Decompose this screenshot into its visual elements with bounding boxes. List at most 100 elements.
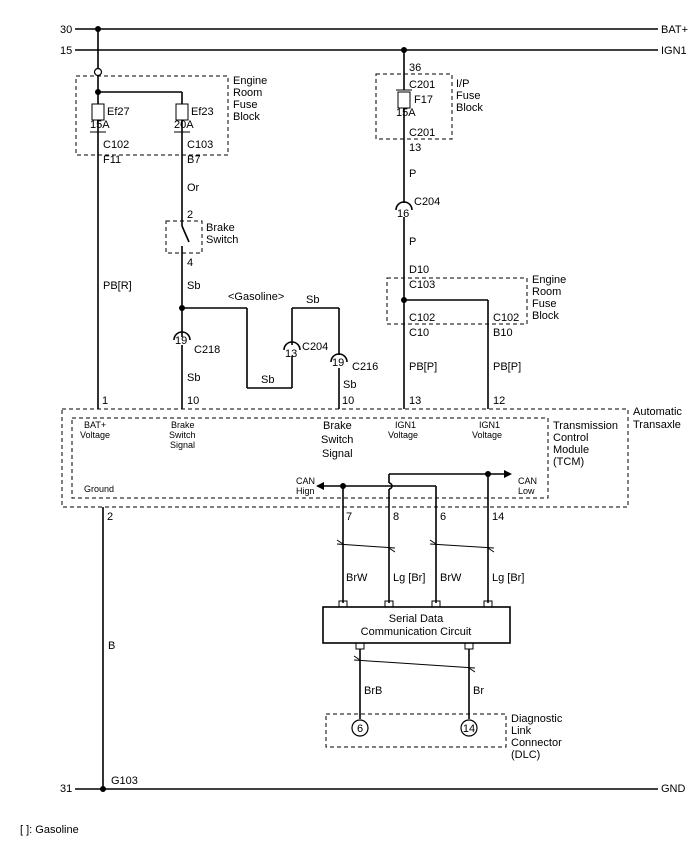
fuse-f17-amp: 15A	[396, 107, 416, 119]
tcm-ign2-label-1: IGN1	[479, 420, 500, 430]
dlc-pin-14-circle	[460, 719, 478, 737]
fuse-mid-b10: B10	[493, 327, 513, 339]
ip-fuse-block	[375, 73, 453, 140]
wire-label-lgbr2: Lg [Br]	[492, 572, 524, 584]
ip-fuse-title-3: Block	[456, 102, 483, 114]
ground-junction-dot	[100, 786, 106, 792]
wire-label-sb4: Sb	[306, 294, 319, 306]
tcm-title-1: Transmission	[553, 420, 618, 432]
wire-label-or: Or	[187, 182, 200, 194]
engine-fuse-block-mid	[386, 277, 528, 325]
tcm-title-2: Control	[553, 432, 588, 444]
fuse-mid-c103: C103	[409, 279, 435, 291]
dlc-pin-6-circle	[351, 719, 369, 737]
dlc-pin-6: 6	[357, 723, 363, 735]
can-pin-8: 8	[393, 511, 399, 523]
wire-label-brb: BrB	[364, 685, 382, 697]
brake-switch-contact	[181, 225, 190, 243]
terminal	[355, 642, 365, 650]
tcm-ground-pin: 2	[107, 511, 113, 523]
can-pin-6: 6	[440, 511, 446, 523]
connector-c218-pin: 19	[175, 335, 187, 347]
tcm-brake-large-2: Switch	[321, 434, 353, 446]
fuse-ef27-amp: 15A	[90, 119, 110, 131]
fuse-mid-d10: D10	[409, 264, 429, 276]
tcm-brake-label-1: Brake	[171, 420, 195, 430]
serial-data-label-1: Serial Data	[389, 613, 444, 625]
dlc-box	[325, 713, 507, 748]
ip-fuse-title-2: Fuse	[456, 90, 480, 102]
assembly-title-2: Transaxle	[633, 419, 681, 431]
dlc-label-3: Connector	[511, 737, 562, 749]
twisted-pair-mark	[487, 547, 495, 553]
rail-bat-number: 30	[60, 24, 72, 36]
connector-c204-label: C204	[302, 341, 328, 353]
engine-fuse-block-top	[75, 75, 229, 156]
engine-fuse-mid-title-4: Block	[532, 310, 559, 322]
can-low-label-2: Low	[518, 486, 535, 496]
wire-label-b: B	[108, 640, 115, 652]
serial-data-box	[322, 606, 511, 644]
twisted-pair-mark	[353, 655, 361, 661]
pin-b7: B7	[187, 154, 200, 166]
wire-label-pbr: PB[R]	[103, 280, 132, 292]
connector-c218-label: C218	[194, 344, 220, 356]
connector-c216-label: C216	[352, 361, 378, 373]
dlc-pin-14: 14	[463, 723, 475, 735]
ip-fuse-out-conn: C201	[409, 127, 435, 139]
engine-fuse-mid-title-2: Room	[532, 286, 561, 298]
ip-fuse-out-pin: 13	[409, 142, 421, 154]
brake-switch-label-2: Switch	[206, 234, 238, 246]
ip-fuse-in-conn: C201	[409, 79, 435, 91]
wire-label-brw2: BrW	[440, 572, 462, 584]
fuse-ef27-symbol	[91, 103, 105, 121]
tcm-ign1-label-1: IGN1	[395, 420, 416, 430]
twisted-pair-mark	[388, 547, 396, 553]
wire-label-br: Br	[473, 685, 484, 697]
engine-fuse-title-1: Engine	[233, 75, 267, 87]
gasoline-label: <Gasoline>	[228, 291, 284, 303]
assembly-title-1: Automatic	[633, 406, 682, 418]
dlc-label-1: Diagnostic	[511, 713, 563, 725]
can-high-label-2: Hign	[296, 486, 315, 496]
serial-data-label-2: Communication Circuit	[361, 626, 472, 638]
connector-bg	[396, 203, 412, 217]
wire-crossover	[388, 482, 393, 490]
tcm-pin-10b: 10	[342, 395, 354, 407]
ground-point-label: G103	[111, 775, 138, 787]
automatic-transaxle-box	[61, 408, 629, 508]
tcm-ign1-label-2: Voltage	[388, 430, 418, 440]
twisted-pair-mark	[353, 659, 476, 669]
tcm-brake-label-3: Signal	[170, 440, 195, 450]
twisted-pair-mark	[429, 543, 495, 549]
connector-c216-pin: 19	[332, 357, 344, 369]
tcm-title-3: Module	[553, 444, 589, 456]
connector-c218-symbol	[173, 331, 191, 341]
twisted-pair-mark	[336, 543, 396, 549]
can-low-arrow	[504, 470, 512, 478]
fuse-ef23-symbol	[175, 103, 189, 121]
dlc-label-2: Link	[511, 725, 532, 737]
twisted-pair-mark	[468, 667, 476, 673]
twisted-pair-mark	[429, 539, 437, 545]
engine-fuse-title-3: Fuse	[233, 99, 257, 111]
pin-f11: F11	[103, 154, 121, 166]
wire-label-pbp1: PB[P]	[409, 361, 437, 373]
can-high-arrow	[316, 482, 324, 490]
conn-c102: C102	[103, 139, 129, 151]
fuse-f17-name: F17	[414, 94, 433, 106]
can-pin-7: 7	[346, 511, 352, 523]
can-pin-14: 14	[492, 511, 504, 523]
engine-fuse-title-2: Room	[233, 87, 262, 99]
tcm-box	[71, 417, 549, 499]
tcm-pin-10a: 10	[187, 395, 199, 407]
brake-switch-pin-bottom: 4	[187, 257, 193, 269]
wire-label-sb3: Sb	[261, 374, 274, 386]
engine-fuse-title-4: Block	[233, 111, 260, 123]
brake-switch-label-1: Brake	[206, 222, 235, 234]
ip-fuse-title-1: I/P	[456, 78, 469, 90]
tcm-bat-label-1: BAT+	[84, 420, 106, 430]
connector-c204b-symbol	[395, 201, 413, 211]
tcm-title-4: (TCM)	[553, 456, 584, 468]
brake-switch-box	[165, 220, 203, 254]
